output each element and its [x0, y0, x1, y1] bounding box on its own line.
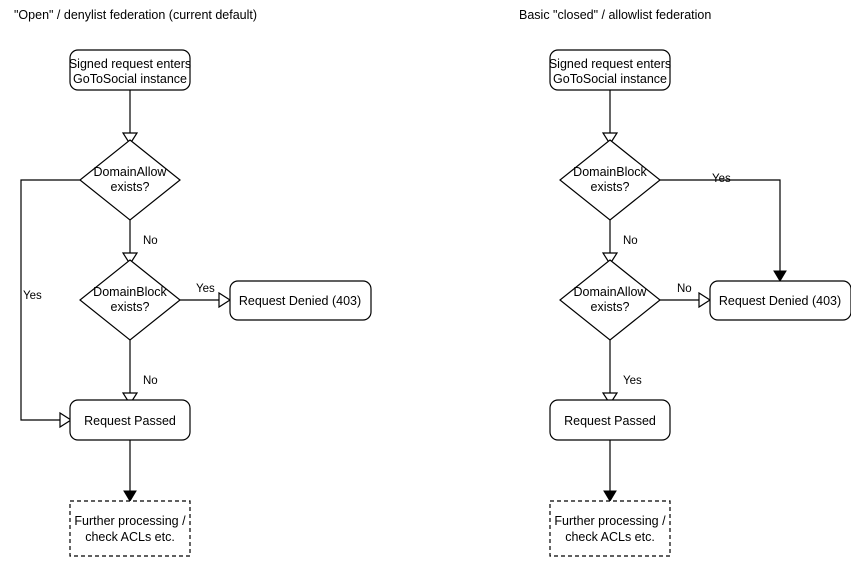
edge-label-decision2-yes-right: Yes: [623, 375, 642, 387]
node-denied-left: Request Denied (403): [229, 280, 372, 321]
edge-entry-to-decision1-left: [121, 90, 139, 146]
decision1-line1-right: DomainBlock: [573, 165, 647, 179]
arrowhead-open-icon: [698, 291, 712, 309]
denied-box-shape-right: [709, 280, 851, 321]
edge-label-decision1-yes-left: Yes: [23, 290, 42, 302]
node-further-right: Further processing / check ACLs etc.: [549, 500, 671, 557]
column-closed-allowlist: Basic "closed" / allowlist federation Si…: [519, 8, 851, 557]
entry-box-line2-left: GoToSocial instance: [73, 72, 187, 86]
denied-box-label-left: Request Denied (403): [239, 294, 361, 308]
edge-label-decision1-no-right: No: [623, 235, 638, 247]
entry-box-line2-right: GoToSocial instance: [553, 72, 667, 86]
column-open-denylist: "Open" / denylist federation (current de…: [14, 8, 372, 557]
arrowhead-open-icon: [121, 132, 139, 146]
further-box-shape-left: [69, 500, 191, 557]
edge-label-decision1-no-left: No: [143, 235, 158, 247]
arrowhead-solid-icon: [123, 490, 137, 502]
decision2-line1-right: DomainAllow: [574, 285, 648, 299]
arrowhead-solid-icon: [603, 490, 617, 502]
edge-passed-to-further-left: [123, 440, 137, 502]
arrowhead-open-icon: [218, 291, 232, 309]
edge-decision2-yes-left: Yes: [180, 283, 232, 309]
edge-decision1-no-right: No: [601, 220, 638, 266]
further-box-line1-left: Further processing /: [74, 514, 186, 528]
edge-label-decision1-yes-right: Yes: [712, 173, 731, 185]
denied-box-shape-left: [229, 280, 372, 321]
decision2-line2-left: exists?: [111, 300, 150, 314]
edge-decision1-yes-right: Yes: [660, 173, 787, 282]
node-passed-left: Request Passed: [69, 399, 191, 441]
decision1-line2-left: exists?: [111, 180, 150, 194]
arrowhead-open-icon: [601, 392, 619, 406]
edge-label-decision2-no-right: No: [677, 283, 692, 295]
further-box-shape-right: [549, 500, 671, 557]
node-decision2-right: DomainAllow exists?: [559, 259, 661, 341]
decision2-line2-right: exists?: [591, 300, 630, 314]
edge-decision2-yes-right: Yes: [601, 340, 642, 406]
denied-box-label-right: Request Denied (403): [719, 294, 841, 308]
arrowhead-solid-icon: [773, 270, 787, 282]
edge-decision1-yes-left: Yes: [20, 179, 80, 429]
edge-decision2-no-left: No: [121, 340, 158, 406]
entry-box-line1-right: Signed request enters: [549, 57, 671, 71]
entry-box-line1-left: Signed request enters: [69, 57, 191, 71]
column-title-open-denylist: "Open" / denylist federation (current de…: [14, 8, 257, 22]
decision1-line1-left: DomainAllow: [94, 165, 168, 179]
node-entry-left: Signed request enters GoToSocial instanc…: [69, 49, 191, 91]
edge-passed-to-further-right: [603, 440, 617, 502]
arrowhead-open-icon: [121, 392, 139, 406]
further-box-line1-right: Further processing /: [554, 514, 666, 528]
decision2-line1-left: DomainBlock: [93, 285, 167, 299]
arrowhead-open-icon: [601, 252, 619, 266]
node-decision2-left: DomainBlock exists?: [79, 259, 181, 341]
arrowhead-open-icon: [601, 132, 619, 146]
node-denied-right: Request Denied (403): [709, 280, 851, 321]
passed-box-label-left: Request Passed: [84, 414, 176, 428]
passed-box-label-right: Request Passed: [564, 414, 656, 428]
edge-label-decision2-no-left: No: [143, 375, 158, 387]
node-decision1-right: DomainBlock exists?: [559, 139, 661, 221]
further-box-line2-left: check ACLs etc.: [85, 530, 175, 544]
decision1-line2-right: exists?: [591, 180, 630, 194]
node-further-left: Further processing / check ACLs etc.: [69, 500, 191, 557]
column-title-closed-allowlist: Basic "closed" / allowlist federation: [519, 8, 711, 22]
arrowhead-open-icon: [59, 411, 73, 429]
edge-label-decision2-yes-left: Yes: [196, 283, 215, 295]
node-decision1-left: DomainAllow exists?: [79, 139, 181, 221]
arrowhead-open-icon: [121, 252, 139, 266]
further-box-line2-right: check ACLs etc.: [565, 530, 655, 544]
node-entry-right: Signed request enters GoToSocial instanc…: [549, 49, 671, 91]
edge-decision2-no-right: No: [660, 283, 712, 309]
node-passed-right: Request Passed: [549, 399, 671, 441]
edge-entry-to-decision1-right: [601, 90, 619, 146]
edge-decision1-no-left: No: [121, 220, 158, 266]
